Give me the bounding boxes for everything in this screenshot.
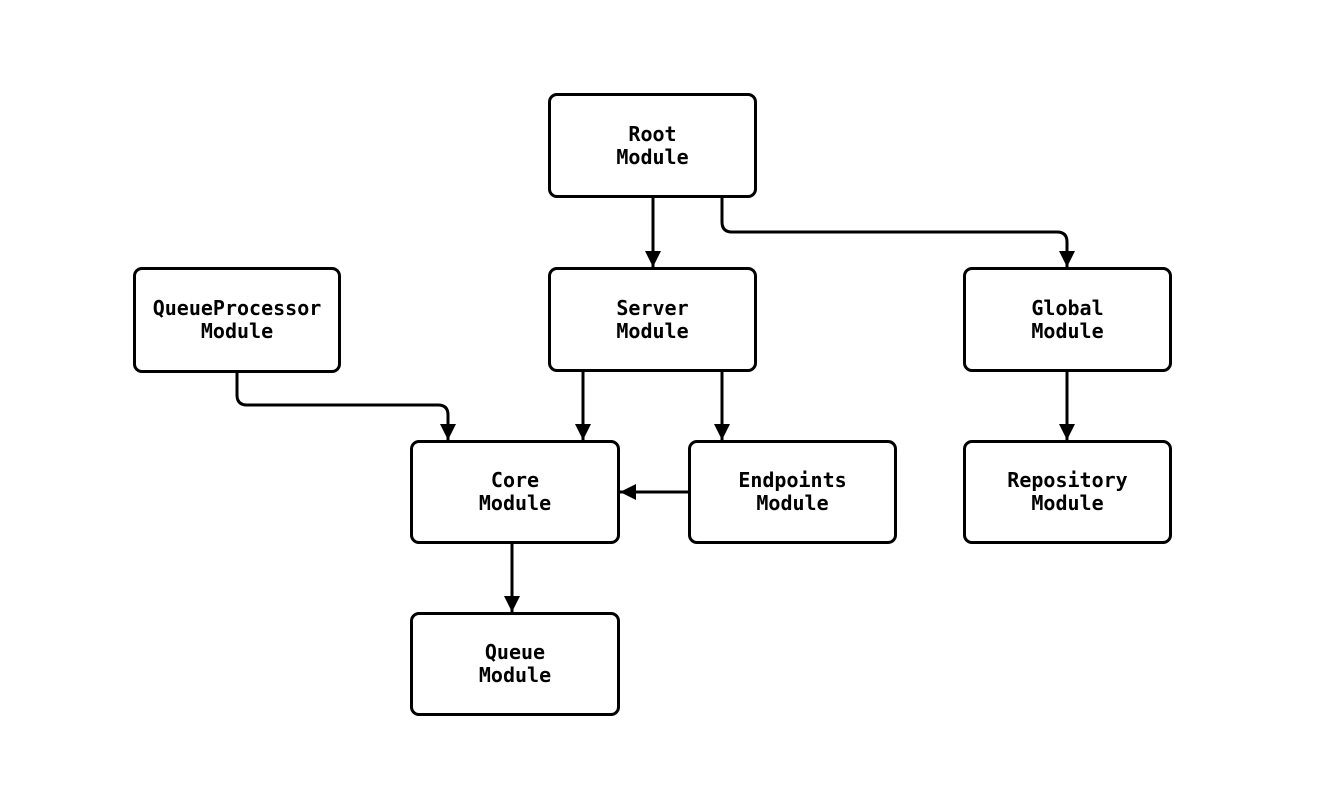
node-label-queueprocessor: QueueProcessor Module bbox=[152, 296, 322, 343]
node-label-repository: Repository Module bbox=[1007, 468, 1128, 515]
node-root-module: Root Module bbox=[548, 93, 757, 198]
node-server-module: Server Module bbox=[548, 267, 757, 372]
node-repository-module: Repository Module bbox=[963, 440, 1172, 544]
node-global-module: Global Module bbox=[963, 267, 1172, 372]
node-label-global: Global Module bbox=[1031, 295, 1104, 343]
node-queue-module: Queue Module bbox=[410, 612, 620, 716]
node-label-queue: Queue Module bbox=[478, 640, 552, 687]
node-endpoints-module: Endpoints Module bbox=[688, 440, 897, 544]
node-label-root: Root Module bbox=[616, 121, 689, 169]
node-label-core: Core Module bbox=[478, 468, 552, 515]
edge-root-to-global bbox=[720, 198, 1075, 267]
node-core-module: Core Module bbox=[410, 440, 620, 544]
edge-queueprocessor-to-core bbox=[235, 373, 456, 440]
node-label-server: Server Module bbox=[616, 295, 689, 343]
node-queueprocessor-module: QueueProcessor Module bbox=[133, 267, 341, 373]
node-label-endpoints: Endpoints Module bbox=[738, 468, 847, 515]
